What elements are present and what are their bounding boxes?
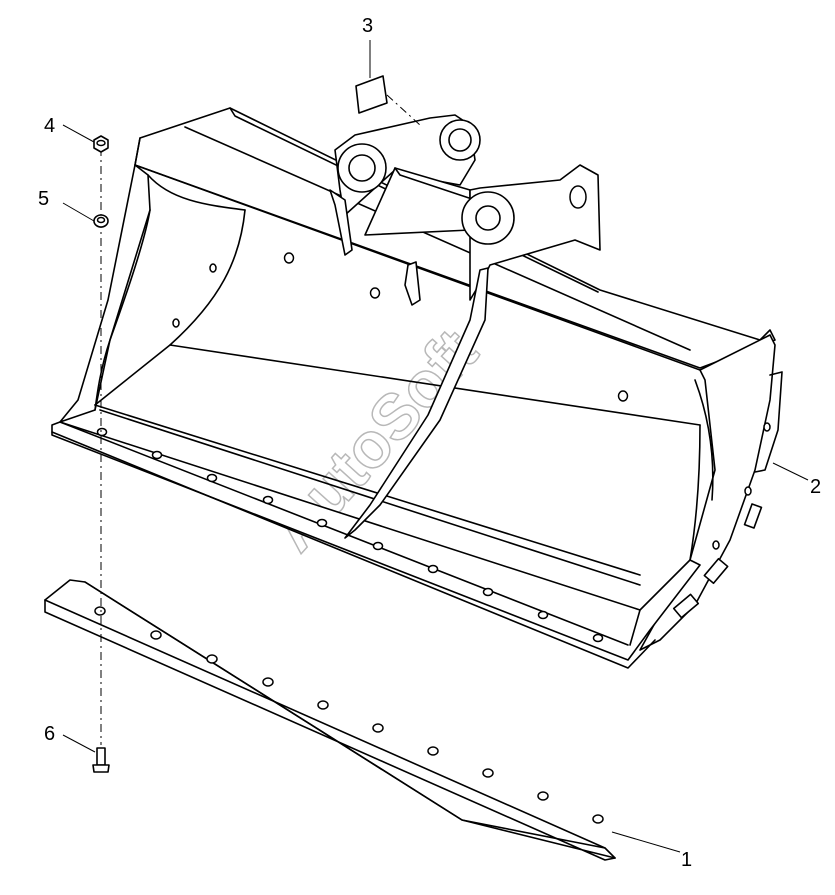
callout-6: 6 (44, 723, 55, 745)
callout-labels: 3 4 5 6 2 1 (38, 15, 821, 871)
callout-4: 4 (44, 115, 55, 137)
callout-5: 5 (38, 188, 49, 210)
lip-bolt-holes (96, 427, 604, 643)
cutting-edge-part (44, 579, 616, 861)
leader-lines (62, 40, 809, 853)
callout-1: 1 (681, 849, 692, 871)
callout-2: 2 (810, 476, 821, 498)
washer-part (93, 214, 109, 228)
bolt-part (92, 747, 110, 773)
callout-3: 3 (362, 15, 373, 37)
cutting-edge-bolt-holes (94, 606, 604, 824)
bucket (51, 107, 783, 669)
nut-part (93, 135, 109, 153)
decal-plate-part (355, 75, 421, 126)
